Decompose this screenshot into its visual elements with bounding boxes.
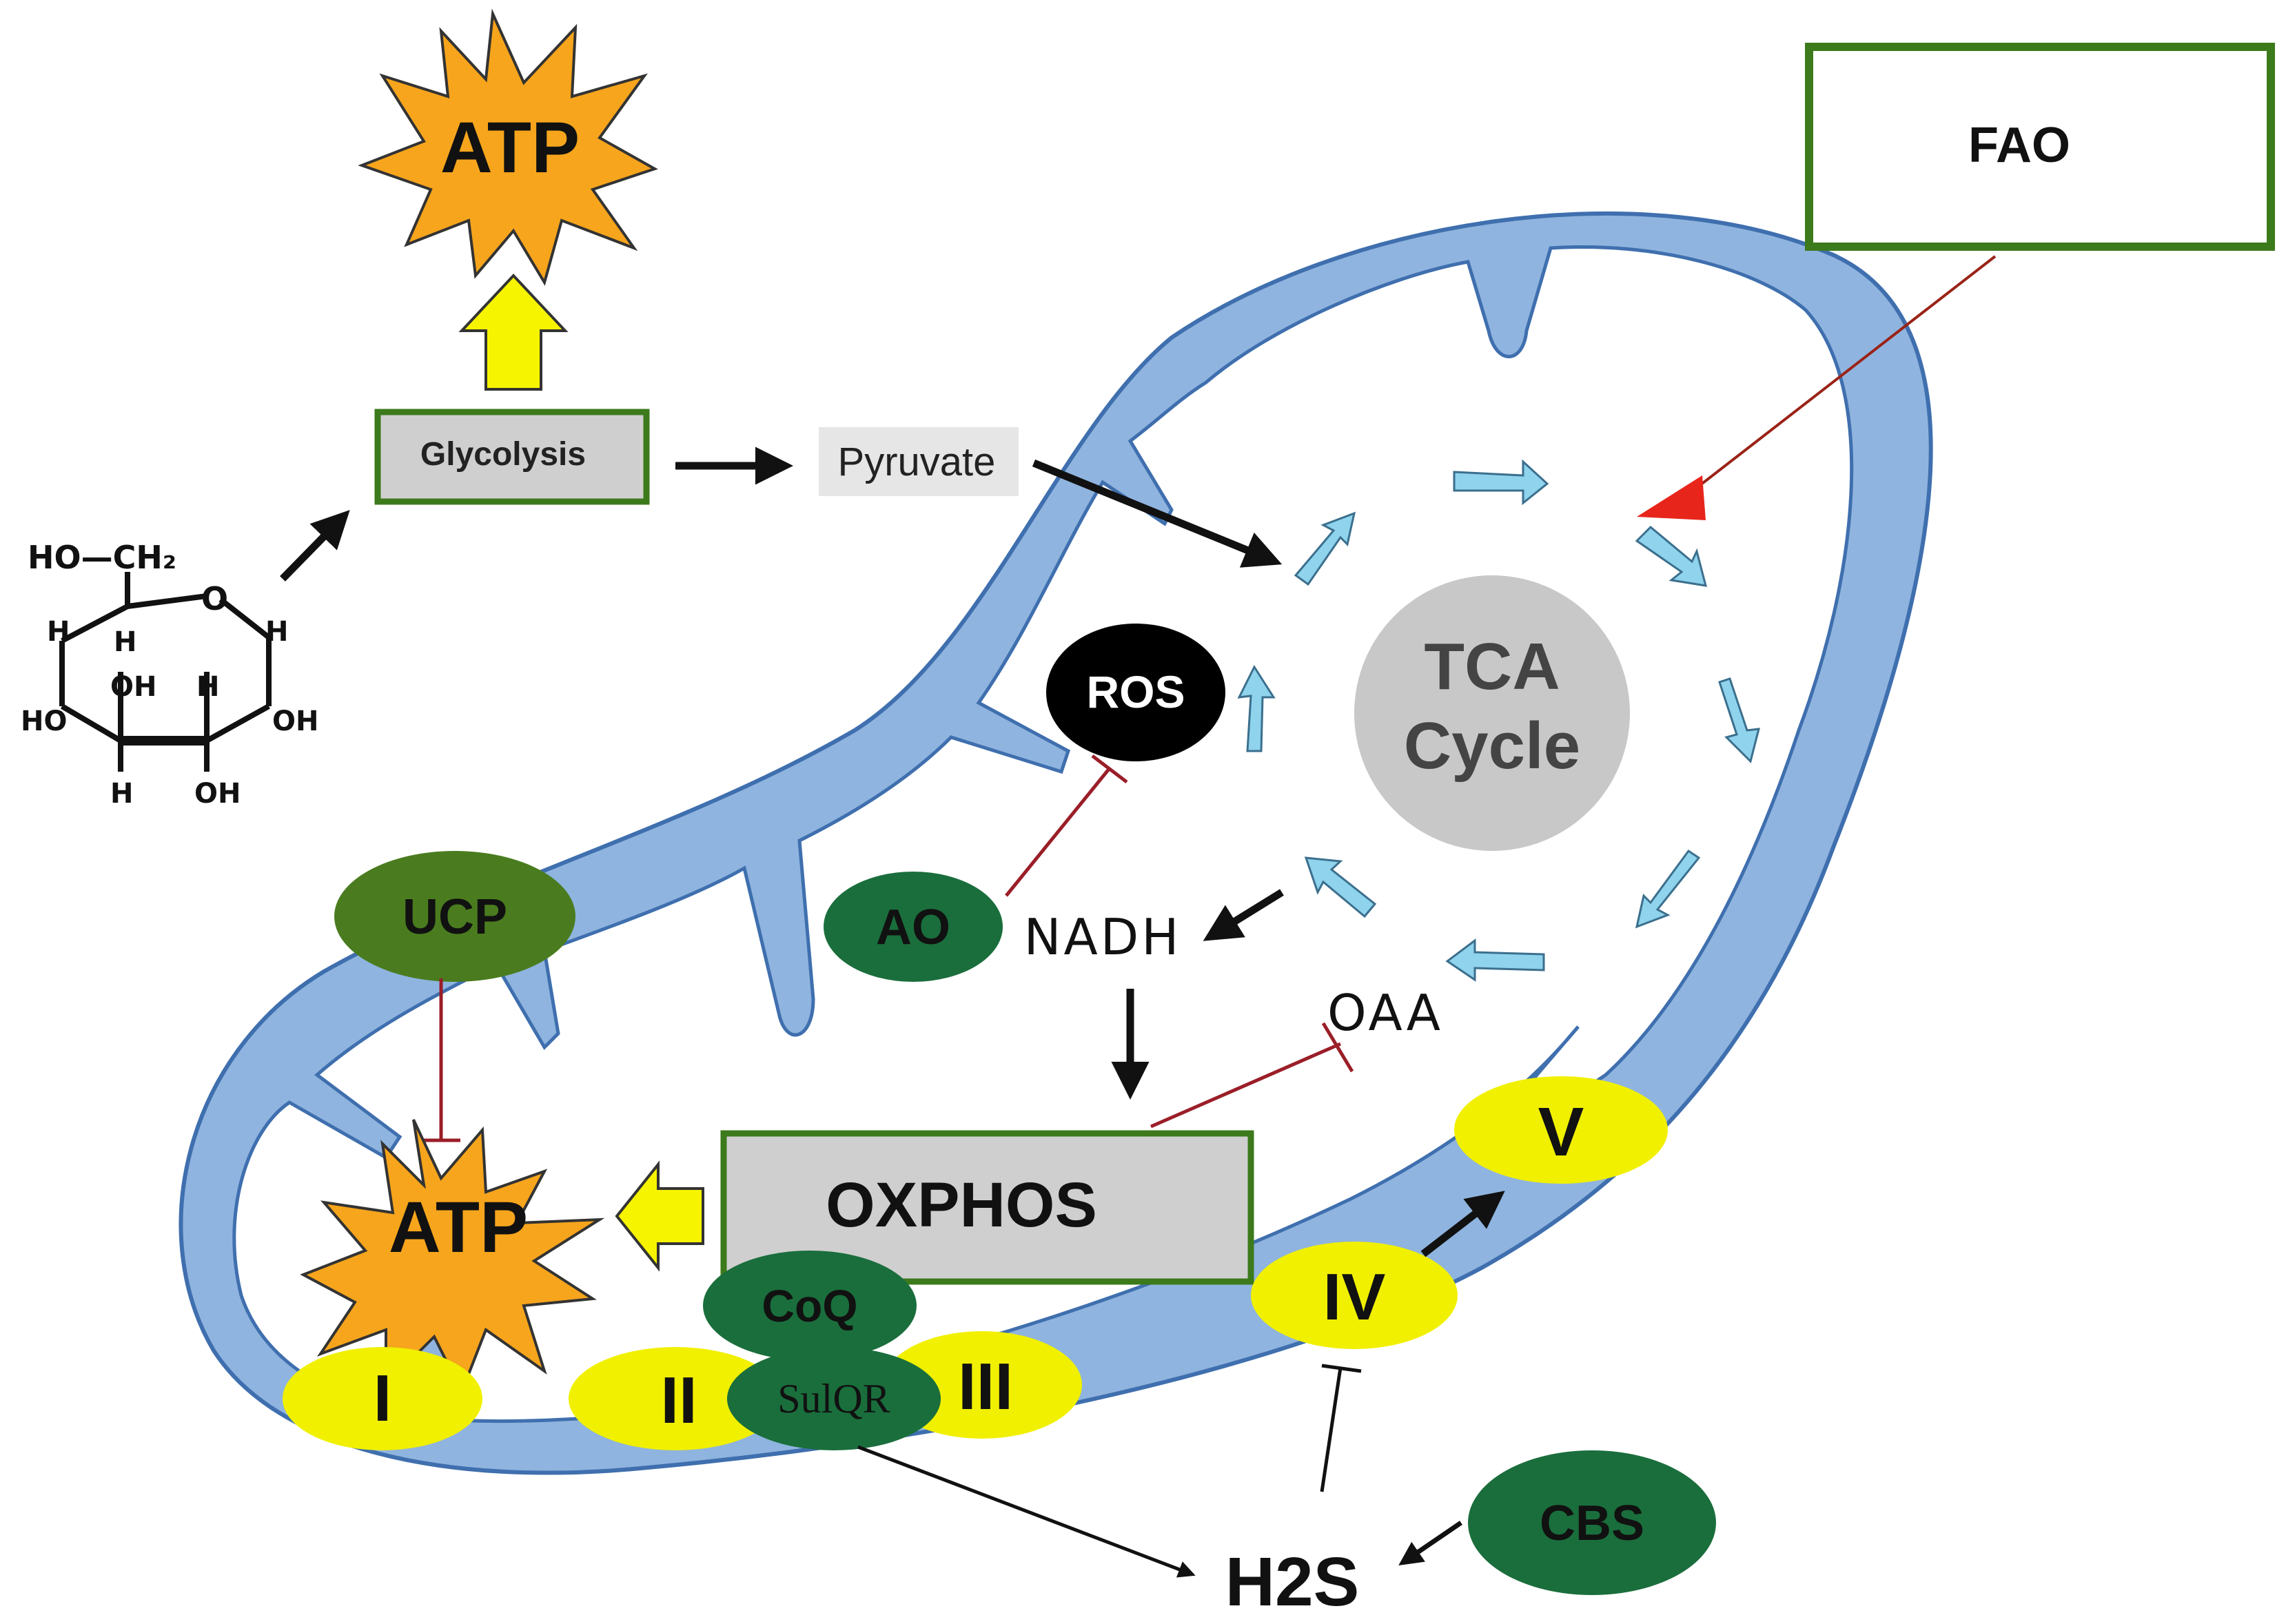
ao-label: AO [876, 900, 950, 955]
complex-iii-label: III [958, 1350, 1013, 1423]
ucp-label: UCP [402, 890, 507, 945]
ros-label: ROS [1086, 666, 1185, 717]
glucose-structure: HO—CH₂ O H H H OH H HO OH H OH [21, 539, 318, 810]
glycolysis-box: Glycolysis [374, 409, 650, 505]
atp-starburst-shape [358, 8, 658, 287]
fao-label: FAO [1968, 118, 2070, 173]
tca-arrow-2 [1635, 525, 1708, 587]
ucp-inhibits-atp [422, 978, 460, 1142]
glucose-oh-2: OH [272, 706, 318, 737]
ros-node: ROS [1046, 624, 1225, 761]
tca-arrow-1 [1453, 459, 1549, 506]
tca-arrow-4 [1635, 849, 1701, 929]
complex-iv-to-v-arrow [1420, 1191, 1505, 1257]
complex-iv-node: IV [1251, 1242, 1458, 1349]
complex-v-label: V [1538, 1093, 1584, 1171]
ao-node: AO [824, 872, 1003, 982]
tca-cycle-node: TCA Cycle [1354, 575, 1630, 851]
tca-arrow-7 [1237, 664, 1276, 752]
coq-label: CoQ [762, 1280, 857, 1331]
sulqr-node: SulQR [727, 1347, 941, 1450]
fao-arrowhead [1637, 475, 1706, 520]
complex-i-label: I [374, 1361, 392, 1435]
nadh-label: NADH [1024, 908, 1182, 966]
tca-cycle-arrows [1237, 459, 1760, 982]
oxphos-to-atp-arrow [615, 1160, 704, 1272]
complex-ii-node: II [569, 1347, 782, 1450]
ao-inhibits-ros [1005, 754, 1128, 897]
coq-node: CoQ [703, 1251, 917, 1361]
h2s-label: H2S [1225, 1543, 1360, 1621]
glucose-ring-oxygen: O [201, 580, 228, 617]
cbs-label: CBS [1540, 1496, 1644, 1551]
complex-v-node: V [1454, 1076, 1668, 1184]
glucose-h-2: H [114, 626, 136, 658]
atp-burst-top: ATP [358, 8, 658, 287]
sulqr-to-h2s-line [857, 1445, 1196, 1578]
pyruvate-to-tca-arrow [1032, 459, 1283, 568]
pyruvate-label: Pyruvate [838, 440, 996, 484]
glucose-ho: HO [21, 706, 67, 737]
ucp-node: UCP [334, 851, 575, 982]
glucose-hoch2: HO—CH₂ [28, 539, 176, 576]
tca-arrow-6 [1304, 856, 1377, 918]
cbs-node: CBS [1468, 1450, 1716, 1595]
atp-bottom-label: ATP [389, 1187, 528, 1268]
glucose-oh-3: OH [194, 778, 241, 810]
glucose-h-1: H [47, 616, 70, 648]
glucose-h-5: H [110, 778, 133, 810]
fao-to-tca-arrow [1680, 255, 1997, 501]
tca-label-line1: TCA [1424, 630, 1560, 703]
glucose-oh-1: OH [110, 671, 156, 703]
oxphos-label: OXPHOS [826, 1170, 1097, 1240]
glycolysis-label: Glycolysis [420, 436, 586, 473]
complex-ii-label: II [660, 1364, 697, 1437]
tca-arrow-5 [1445, 938, 1545, 982]
complex-iv-label: IV [1323, 1260, 1386, 1334]
atp-burst-bottom: ATP [300, 1119, 605, 1395]
glucose-h-3: H [265, 616, 288, 648]
sulqr-label: SulQR [777, 1376, 890, 1421]
tca-to-nadh-arrow [1203, 889, 1284, 941]
tca-label-line2: Cycle [1404, 709, 1580, 783]
oxphos-inhibits-oaa [1150, 1022, 1354, 1129]
h2s-inhibits-complex-iv [1320, 1364, 1362, 1492]
tca-arrow-8 [1294, 511, 1356, 586]
fao-box: FAO [1805, 43, 2275, 251]
glycolysis-to-atp-arrow [458, 274, 569, 391]
glucose-h-4: H [196, 671, 219, 703]
atp-top-label: ATP [440, 107, 580, 188]
complex-i-node: I [283, 1347, 482, 1450]
tca-arrow-3 [1718, 677, 1760, 763]
cbs-to-h2s-arrow [1398, 1521, 1462, 1565]
pyruvate-node: Pyruvate [819, 427, 1019, 496]
oaa-label: OAA [1327, 984, 1443, 1042]
glucose-to-glycolysis-arrow [280, 510, 350, 582]
